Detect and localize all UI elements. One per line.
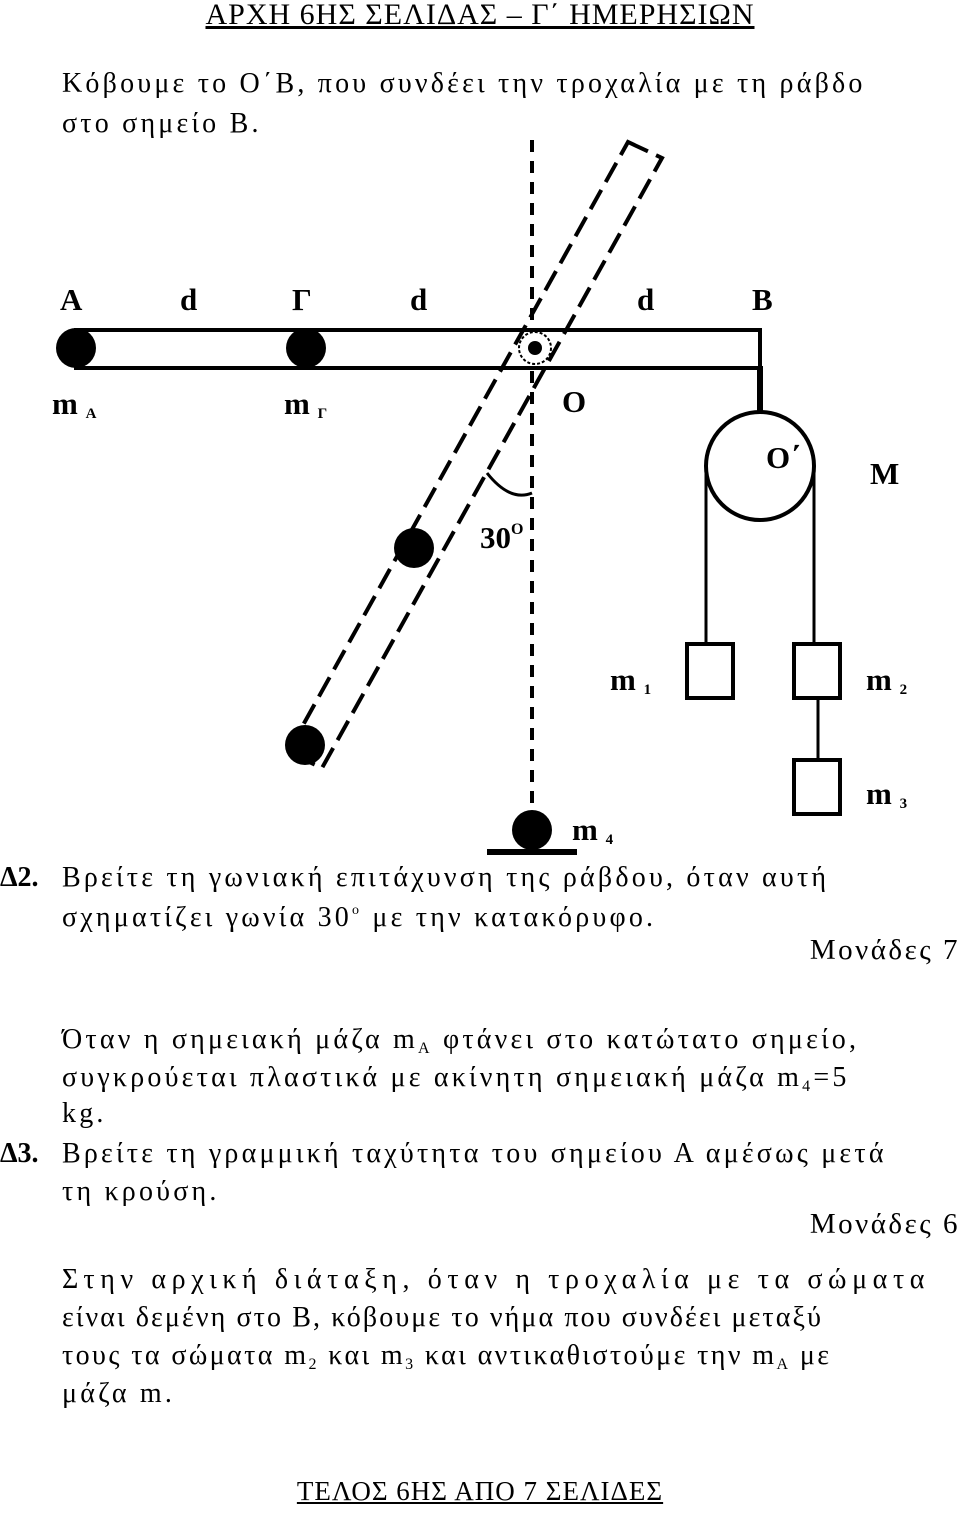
label-M: M: [870, 456, 900, 491]
angle-arc: [485, 472, 533, 497]
label-angle: 30O: [480, 520, 524, 555]
q2-line-2: σχηματίζει γωνία 30ο με την κατακόρυφο.: [62, 902, 657, 933]
label-m3: m 3: [866, 776, 908, 812]
page-footer: ΤΕΛΟΣ 6ΗΣ ΑΠΟ 7 ΣΕΛΙΔΕΣ: [296, 1476, 664, 1506]
p3-line-2: συγκρούεται πλαστικά με ακίνητη σημειακή…: [62, 1062, 850, 1095]
label-mG: m Γ: [284, 386, 328, 422]
label-m2: m 2: [866, 662, 908, 698]
mass-G: [286, 328, 326, 368]
label-d-1: d: [180, 282, 198, 317]
inclined-rod-dashed: [285, 139, 665, 771]
p3-line-3: kg.: [62, 1098, 107, 1129]
q3-marks: Μονάδες 6: [809, 1208, 960, 1240]
horizontal-rod: [74, 328, 762, 370]
p4-line-4: μάζα m.: [62, 1378, 176, 1409]
q2-marks: Μονάδες 7: [809, 934, 960, 966]
label-O-prime: O΄: [766, 440, 801, 475]
p4-line-1: Στην αρχική διάταξη, όταν η τροχαλία με …: [62, 1264, 931, 1295]
p3-line-1: Όταν η σημειακή μάζα mΑ φτάνει στο κατώτ…: [62, 1024, 860, 1057]
mass-A-inclined: [285, 725, 325, 765]
q2-number: Δ2.: [0, 862, 39, 893]
q3-line-1: Βρείτε τη γραμμική ταχύτητα του σημείου …: [62, 1138, 887, 1169]
q2-line-1: Βρείτε τη γωνιακή επιτάχυνση της ράβδου,…: [62, 862, 830, 893]
block-m2: [792, 642, 842, 700]
label-m4: m 4: [572, 812, 614, 848]
intro-line-2: στο σημείο Β.: [62, 108, 262, 139]
mass-A: [56, 328, 96, 368]
label-m1: m 1: [610, 662, 652, 698]
pivot-dot: [528, 341, 542, 355]
block-m3: [792, 758, 842, 816]
label-mA: m Α: [52, 386, 97, 422]
intro-line-1: Κόβουμε το Ο΄Β, που συνδέει την τροχαλία…: [62, 68, 866, 99]
mass-G-inclined: [394, 528, 434, 568]
q3-number: Δ3.: [0, 1138, 39, 1169]
label-G: Γ: [292, 282, 312, 317]
block-m1: [685, 642, 735, 700]
mass-4: [512, 810, 552, 850]
physics-diagram: [56, 139, 842, 855]
label-O: O: [562, 384, 587, 419]
label-A: A: [60, 282, 83, 317]
page-header: ΑΡΧΗ 6ΗΣ ΣΕΛΙΔΑΣ – Γ΄ ΗΜΕΡΗΣΙΩΝ: [205, 0, 755, 31]
p4-line-3: τους τα σώματα m2 και m3 και αντικαθιστο…: [62, 1340, 832, 1373]
q3-line-2: τη κρούση.: [62, 1176, 220, 1207]
label-d-2: d: [410, 282, 428, 317]
label-d-3: d: [637, 282, 655, 317]
p4-line-2: είναι δεμένη στο Β, κόβουμε το νήμα που …: [62, 1302, 824, 1333]
label-B: B: [752, 282, 773, 317]
